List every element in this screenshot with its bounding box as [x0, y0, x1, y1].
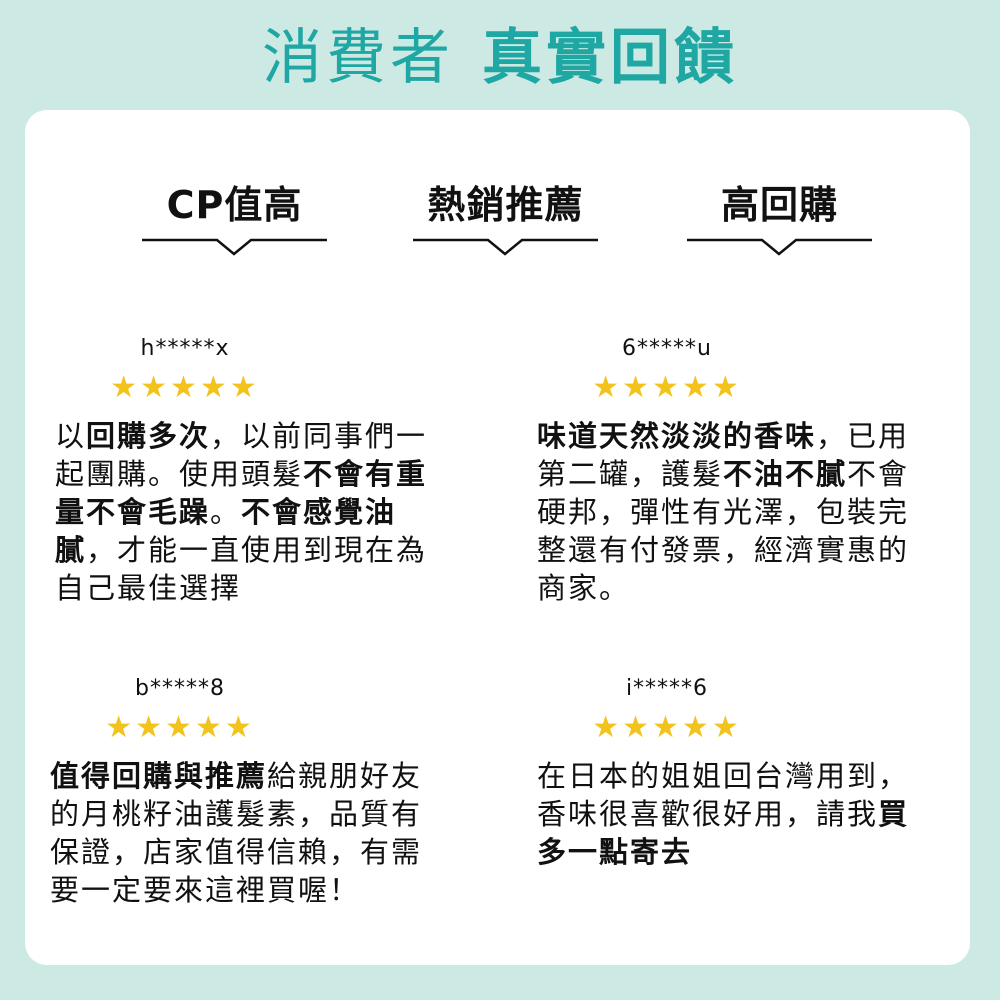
title-bold: 真實回饋 — [482, 23, 738, 93]
review-1: h*****x ★★★★★ 以回購多次，以前同事們一起團購。使用頭髮不會有重量不… — [55, 335, 455, 607]
badge-hot-sale: 熱銷推薦 — [413, 180, 598, 260]
title-light: 消費者 — [262, 23, 454, 93]
review-text: 味道天然淡淡的香味，已用第二罐，護髮不油不膩不會硬邦，彈性有光澤，包裝完整還有付… — [537, 417, 937, 607]
badge-underline-icon — [413, 238, 598, 260]
review-text: 在日本的姐姐回台灣用到，香味很喜歡很好用，請我買多一點寄去 — [537, 757, 937, 871]
badge-label: CP值高 — [166, 183, 303, 227]
body-text: ，以前同事們一起團購。使用頭髮 — [55, 419, 428, 491]
highlight-text: 不會感覺油膩 — [55, 495, 397, 567]
reviewer-name: h*****x — [140, 336, 230, 361]
body-text: ，才能一直使用到現在為自己最佳選擇 — [55, 533, 428, 605]
body-text: 以 — [55, 419, 87, 453]
highlight-text: 不油不膩 — [723, 457, 848, 491]
star-rating-icon: ★★★★★ — [592, 370, 742, 405]
badge-underline-icon — [142, 238, 327, 260]
badge-repurchase: 高回購 — [687, 180, 872, 260]
body-text: 給親朋好友的月桃籽油護髮素，品質有保證，店家值得信賴，有需要一定要來這裡買喔！ — [50, 759, 423, 907]
review-3: b*****8 ★★★★★ 值得回購與推薦給親朋好友的月桃籽油護髮素，品質有保證… — [50, 675, 450, 909]
badge-underline-icon — [687, 238, 872, 260]
review-text: 以回購多次，以前同事們一起團購。使用頭髮不會有重量不會毛躁。不會感覺油膩，才能一… — [55, 417, 455, 607]
highlight-text: 味道天然淡淡的香味 — [537, 419, 817, 453]
review-text: 值得回購與推薦給親朋好友的月桃籽油護髮素，品質有保證，店家值得信賴，有需要一定要… — [50, 757, 450, 909]
highlight-text: 不會有重量不會毛躁 — [55, 457, 428, 529]
badge-label: 高回購 — [720, 183, 838, 227]
reviewer-name: 6*****u — [622, 336, 712, 361]
body-text: 在日本的姐姐回台灣用到，香味很喜歡很好用，請我 — [537, 759, 910, 831]
star-rating-icon: ★★★★★ — [110, 370, 260, 405]
review-4: i*****6 ★★★★★ 在日本的姐姐回台灣用到，香味很喜歡很好用，請我買多一… — [537, 675, 937, 871]
highlight-text: 回購多次 — [86, 419, 211, 453]
body-text: ，已用第二罐，護髮 — [537, 419, 910, 491]
highlight-text: 買多一點寄去 — [537, 797, 910, 869]
reviewer-name: i*****6 — [625, 676, 709, 701]
body-text: 。 — [210, 495, 242, 529]
reviewer-name: b*****8 — [135, 676, 225, 701]
badge-cp-value: CP值高 — [142, 180, 327, 260]
review-card: CP值高 熱銷推薦 高回購 h*****x ★★★★★ 以回購多次，以前同事們一… — [25, 110, 970, 965]
star-rating-icon: ★★★★★ — [592, 710, 742, 745]
badge-label: 熱銷推薦 — [427, 183, 584, 227]
highlight-text: 值得回購與推薦 — [50, 759, 268, 793]
review-2: 6*****u ★★★★★ 味道天然淡淡的香味，已用第二罐，護髮不油不膩不會硬邦… — [537, 335, 937, 607]
star-rating-icon: ★★★★★ — [105, 710, 255, 745]
body-text: 不會硬邦，彈性有光澤，包裝完整還有付發票，經濟實惠的商家。 — [537, 457, 910, 605]
page-title: 消費者真實回饋 — [0, 18, 1000, 98]
